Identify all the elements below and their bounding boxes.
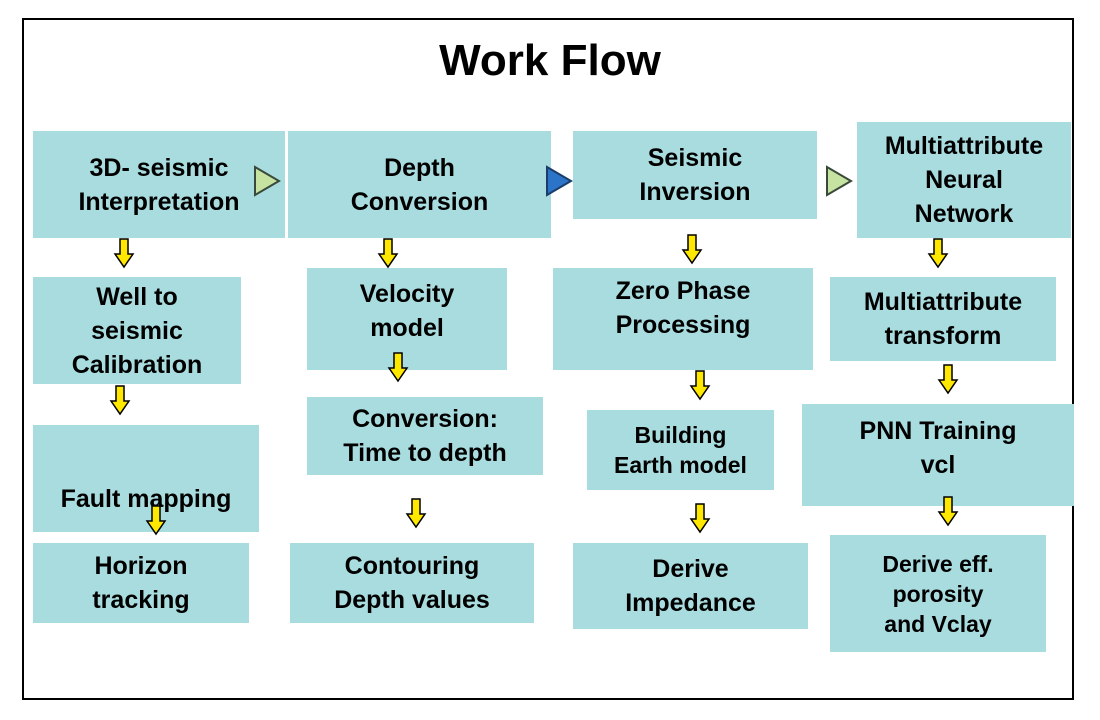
- right-arrow-icon: [826, 165, 853, 197]
- step-building-earth-model: Building Earth model: [587, 410, 774, 490]
- step-multiattribute-transform: Multiattribute transform: [830, 277, 1056, 361]
- step-horizon-tracking: Horizon tracking: [33, 543, 249, 623]
- down-arrow-icon: [405, 498, 427, 529]
- down-arrow-icon: [927, 238, 949, 269]
- step-velocity-model: Velocity model: [307, 268, 507, 370]
- diagram-title: Work Flow: [439, 36, 661, 85]
- right-arrow-icon: [254, 165, 281, 197]
- down-arrow-icon: [937, 496, 959, 527]
- step-multiattribute-neural-network: Multiattribute Neural Network: [857, 122, 1071, 238]
- right-arrow-icon: [546, 165, 573, 197]
- down-arrow-icon: [937, 364, 959, 395]
- down-arrow-icon: [689, 503, 711, 534]
- down-arrow-icon: [109, 385, 131, 416]
- step-contouring-depth-values: Contouring Depth values: [290, 543, 534, 623]
- step-conversion-time-to-depth: Conversion: Time to depth: [307, 397, 543, 475]
- step-fault-mapping: Fault mapping: [33, 425, 259, 532]
- step-derive-eff-porosity-and-vclay: Derive eff. porosity and Vclay: [830, 535, 1046, 652]
- step-seismic-inversion: Seismic Inversion: [573, 131, 817, 219]
- step-derive-impedance: Derive Impedance: [573, 543, 808, 629]
- down-arrow-icon: [387, 352, 409, 383]
- down-arrow-icon: [681, 234, 703, 265]
- down-arrow-icon: [377, 238, 399, 269]
- step-well-to-seismic-calibration: Well to seismic Calibration: [33, 277, 241, 384]
- down-arrow-icon: [113, 238, 135, 269]
- step-3d-seismic-interpretation: 3D- seismic Interpretation: [33, 131, 285, 238]
- step-zero-phase-processing: Zero Phase Processing: [553, 268, 813, 370]
- down-arrow-icon: [689, 370, 711, 401]
- step-depth-conversion: Depth Conversion: [288, 131, 551, 238]
- diagram-frame: [22, 18, 1074, 700]
- step-pnn-training-vcl: PNN Training vcl: [802, 404, 1074, 506]
- down-arrow-icon: [145, 505, 167, 536]
